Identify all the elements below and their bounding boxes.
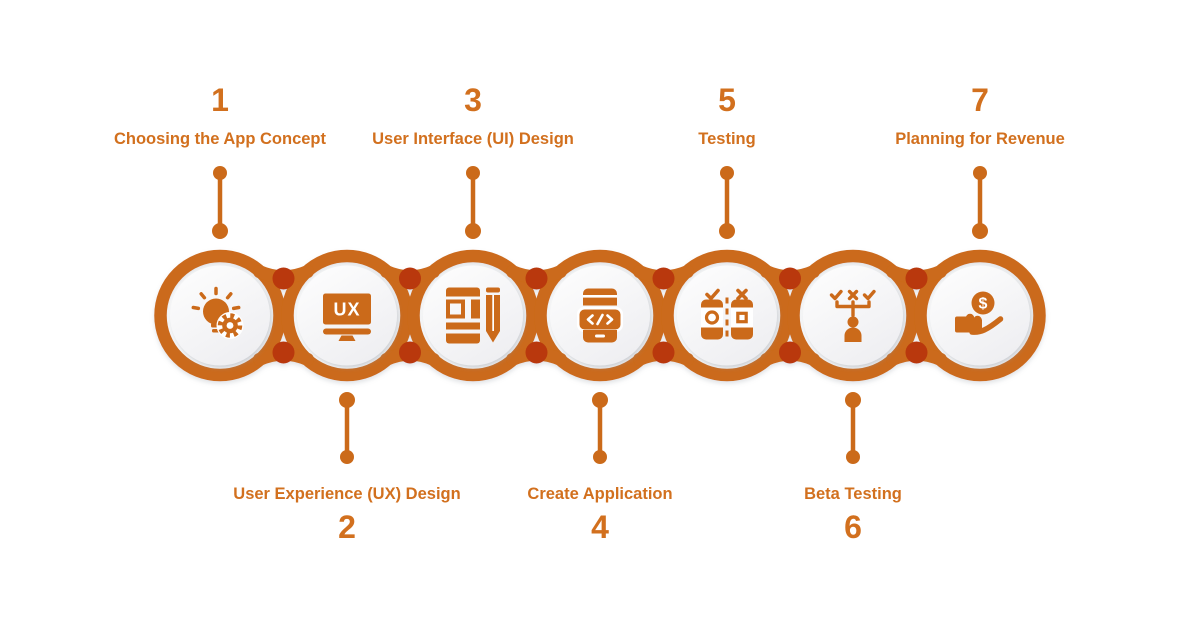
person-body bbox=[844, 327, 862, 342]
wireframe-pencil-icon bbox=[446, 287, 500, 344]
step-6-number: 6 bbox=[844, 509, 862, 545]
junction-dot bbox=[905, 267, 928, 290]
hand-finger-sweep bbox=[969, 316, 1004, 335]
bracket bbox=[835, 300, 871, 318]
step-3-annotation: 3 User Interface (UI) Design bbox=[372, 82, 574, 239]
junction-dot bbox=[525, 267, 548, 290]
connector-dot bbox=[465, 223, 481, 239]
junction-dot bbox=[652, 341, 675, 364]
step-6-ring bbox=[787, 249, 919, 382]
pencil-tip bbox=[486, 331, 500, 343]
junction-dot bbox=[779, 341, 801, 364]
connector-dot bbox=[593, 450, 607, 464]
check-mark bbox=[705, 288, 720, 301]
hand-dollar-icon: $ bbox=[955, 291, 1004, 335]
junction-dot bbox=[905, 341, 928, 364]
step-4-ring bbox=[534, 249, 666, 382]
phone-b-square bbox=[736, 311, 748, 324]
step-7-label: Planning for Revenue bbox=[895, 130, 1065, 148]
step-2-number: 2 bbox=[338, 509, 356, 545]
x-mark bbox=[736, 288, 748, 301]
step-3-ring bbox=[407, 249, 539, 382]
gear-teeth bbox=[217, 313, 243, 338]
monitor-screen bbox=[323, 293, 371, 325]
doc-image-block bbox=[446, 299, 465, 319]
step-5-circle bbox=[677, 265, 777, 366]
pencil-body-split bbox=[492, 295, 494, 331]
phone-a-circle bbox=[704, 310, 720, 325]
phone-code-icon bbox=[577, 288, 623, 343]
hand-fill bbox=[968, 319, 982, 330]
step-1-label: Choosing the App Concept bbox=[114, 130, 327, 148]
step-6-annotation: Beta Testing 6 bbox=[804, 392, 902, 545]
bulb-rays bbox=[191, 286, 241, 311]
step-2-label: User Experience (UX) Design bbox=[233, 485, 460, 503]
person-head bbox=[847, 316, 859, 328]
idea-gear-icon bbox=[191, 286, 244, 339]
step-7-annotation: 7 Planning for Revenue bbox=[895, 82, 1065, 239]
step-3-label: User Interface (UI) Design bbox=[372, 130, 574, 148]
dollar-coin bbox=[971, 291, 995, 315]
phone-a-window bbox=[701, 307, 723, 328]
user-feedback-icon bbox=[829, 289, 876, 342]
step-5-annotation: 5 Testing bbox=[698, 82, 756, 239]
connector-dot bbox=[212, 223, 228, 239]
monitor-label: UX bbox=[333, 300, 360, 320]
step-5-number: 5 bbox=[718, 82, 736, 118]
monitor-stand bbox=[338, 335, 356, 341]
step-1-ring bbox=[154, 249, 286, 382]
check-mark bbox=[862, 289, 876, 301]
step-5-label: Testing bbox=[698, 130, 755, 148]
ab-testing-icon bbox=[701, 288, 753, 342]
junction-dot bbox=[272, 267, 295, 290]
doc-header bbox=[446, 287, 480, 297]
junction-dot bbox=[525, 341, 548, 364]
phone-home-dash bbox=[595, 334, 605, 338]
step-5-ring bbox=[661, 249, 793, 382]
junction-dot bbox=[399, 341, 421, 364]
step-7-circle bbox=[930, 265, 1030, 366]
junction-dot bbox=[779, 267, 801, 290]
doc-side-bar bbox=[471, 299, 480, 319]
doc-text-row bbox=[446, 322, 480, 330]
step-4-annotation: Create Application 4 bbox=[527, 392, 673, 545]
connector-dot bbox=[340, 450, 354, 464]
coin-symbol: $ bbox=[979, 296, 988, 313]
phone-b-window bbox=[731, 307, 753, 328]
connector-dot bbox=[719, 223, 735, 239]
step-2-ring bbox=[281, 249, 413, 382]
x-mark bbox=[847, 289, 859, 301]
code-glyphs bbox=[586, 313, 614, 326]
step-1-number: 1 bbox=[211, 82, 229, 118]
junction-dot bbox=[399, 267, 421, 290]
junction-dot bbox=[652, 267, 675, 290]
step-7-number: 7 bbox=[971, 82, 989, 118]
step-4-label: Create Application bbox=[527, 485, 672, 503]
step-1-annotation: 1 Choosing the App Concept bbox=[114, 82, 327, 239]
step-7-ring bbox=[914, 249, 1046, 382]
doc-footer bbox=[446, 333, 480, 344]
step-4-number: 4 bbox=[591, 509, 609, 545]
junction-dot bbox=[272, 341, 295, 364]
process-chain bbox=[154, 249, 1046, 382]
gear-hole bbox=[226, 322, 234, 329]
step-2-annotation: User Experience (UX) Design 2 bbox=[233, 392, 461, 545]
pencil-eraser bbox=[486, 287, 500, 293]
monitor-bezel bbox=[323, 328, 371, 335]
ux-monitor-icon: UX bbox=[323, 293, 371, 341]
check-mark bbox=[829, 289, 843, 301]
connector-dot bbox=[972, 223, 988, 239]
step-3-number: 3 bbox=[464, 82, 482, 118]
connector-dot bbox=[846, 450, 860, 464]
step-6-label: Beta Testing bbox=[804, 485, 902, 503]
phone-top-line bbox=[583, 295, 617, 298]
